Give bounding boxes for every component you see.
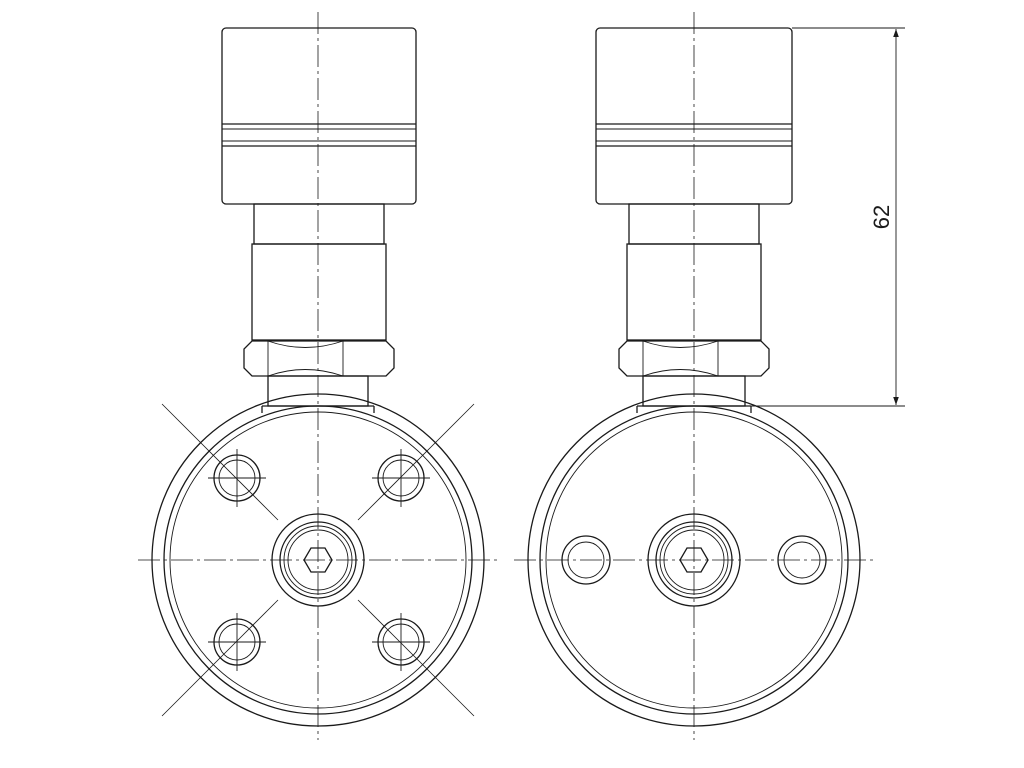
height-dimension: 62 <box>751 27 905 407</box>
hex-nut <box>243 340 395 377</box>
mounting-hole <box>372 613 430 671</box>
mounting-hole <box>208 449 266 507</box>
bolt-circle-diagonals <box>161 403 475 717</box>
body <box>251 203 387 341</box>
view-four-bolt <box>138 12 498 740</box>
cap <box>221 27 417 205</box>
centerline <box>138 12 498 740</box>
dimension-value: 62 <box>869 205 894 229</box>
view-two-bolt <box>514 12 874 740</box>
mounting-hole <box>372 449 430 507</box>
centerline <box>514 12 874 740</box>
hex-nut <box>618 340 770 377</box>
mounting-hole <box>208 613 266 671</box>
